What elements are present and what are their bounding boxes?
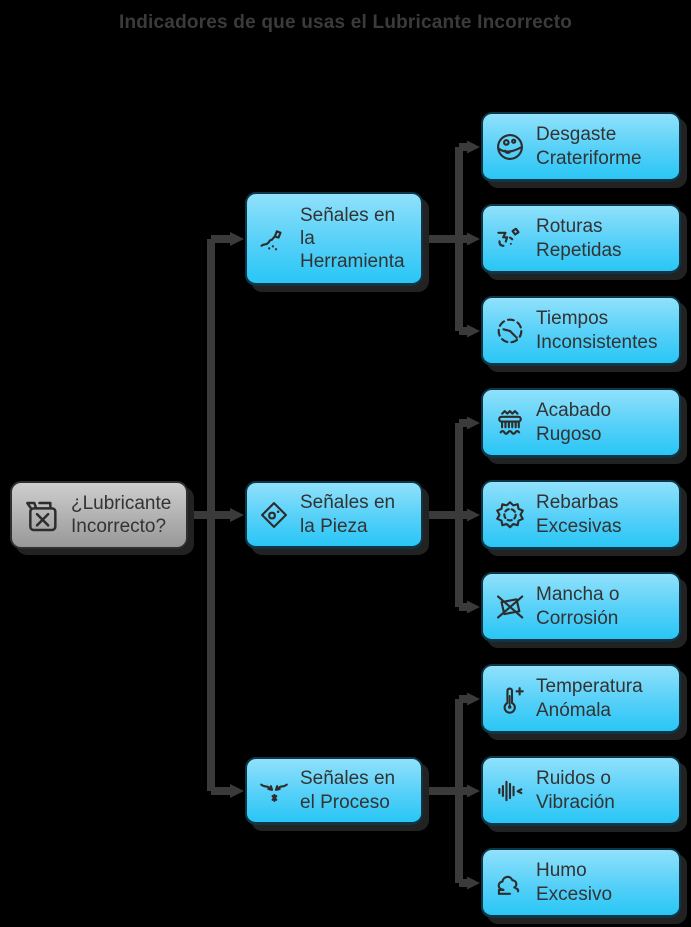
leaf-node-ruidos-vibracion: Ruidos o Vibración [481, 756, 681, 826]
leaf-node-mancha-corrosion: Mancha o Corrosión [481, 572, 681, 642]
node-label: Rebarbas Excesivas [536, 492, 622, 537]
node-label: Roturas Repetidas [536, 216, 622, 261]
arrowheads [230, 140, 480, 890]
node-label: ¿Lubricante Incorrecto? [71, 492, 172, 537]
dashed-clock-icon [493, 314, 527, 348]
node-label: Acabado Rugoso [536, 400, 612, 445]
burr-badge-icon [493, 498, 527, 532]
broken-part-icon [493, 222, 527, 256]
leaf-node-roturas-repetidas: Roturas Repetidas [481, 204, 681, 274]
root-node-lubricante-incorrecto: ¿Lubricante Incorrecto? [10, 481, 188, 549]
crater-wear-icon [493, 130, 527, 164]
broken-tool-icon [257, 222, 291, 256]
collision-icon [257, 774, 291, 808]
node-label: Señales en la Pieza [300, 492, 396, 537]
leaf-node-temperatura-anomala: Temperatura Anómala [481, 664, 681, 734]
node-label: Tiempos Inconsistentes [536, 308, 658, 353]
rough-surface-icon [493, 406, 527, 440]
diagram-title: Indicadores de que usas el Lubricante In… [118, 12, 573, 33]
node-label: Humo Excesivo [536, 860, 613, 905]
node-label: Temperatura Anómala [536, 676, 643, 721]
branch-node-senales-herramienta: Señales en la Herramienta [245, 192, 423, 286]
gem-piece-icon [257, 498, 291, 532]
branch-node-senales-proceso: Señales en el Proceso [245, 757, 423, 825]
branch-node-senales-pieza: Señales en la Pieza [245, 481, 423, 549]
leaf-node-rebarbas-excesivas: Rebarbas Excesivas [481, 480, 681, 550]
leaf-node-tiempos-inconsistentes: Tiempos Inconsistentes [481, 296, 681, 366]
node-label: Señales en el Proceso [300, 768, 396, 813]
jerrycan-x-icon [22, 495, 62, 535]
leaf-node-acabado-rugoso: Acabado Rugoso [481, 388, 681, 458]
node-label: Desgaste Crateriforme [536, 124, 642, 169]
stain-crossed-icon [493, 590, 527, 624]
leaf-node-desgaste-crateriforme: Desgaste Crateriforme [481, 112, 681, 182]
node-label: Señales en la Herramienta [300, 204, 405, 273]
leaf-node-humo-excesivo: Humo Excesivo [481, 848, 681, 918]
thermometer-plus-icon [493, 682, 527, 716]
smoke-icon [493, 866, 527, 900]
node-label: Mancha o Corrosión [536, 584, 620, 629]
node-label: Ruidos o Vibración [536, 768, 615, 813]
sound-waves-icon [493, 774, 527, 808]
